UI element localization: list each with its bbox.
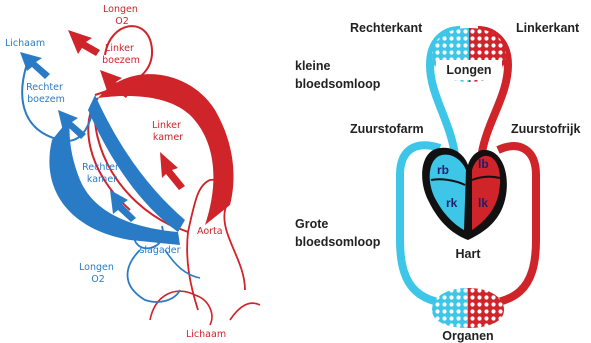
label-rb: rb (437, 163, 449, 177)
label-longen-o2-bottom: Longen O2 (79, 262, 117, 285)
label-lichaam-bottom: Lichaam (186, 329, 226, 340)
heart-section-diagram: Longen O2 Lichaam Linker boezem Rechter … (5, 4, 260, 340)
label-longen: Longen (446, 63, 491, 77)
label-zuurstofrijk: Zuurstofrijk (511, 122, 580, 136)
label-grote-bloedsomloop: Grote bloedsomloop (295, 217, 381, 249)
label-linker-kamer: Linker kamer (152, 120, 184, 143)
label-rk: rk (446, 196, 458, 210)
label-lb: lb (478, 157, 489, 171)
label-aorta: Aorta (197, 226, 223, 237)
label-lk: lk (478, 196, 488, 210)
label-lichaam-top: Lichaam (5, 38, 45, 49)
label-kleine-bloedsomloop: kleine bloedsomloop (295, 59, 381, 91)
label-hart: Hart (455, 247, 481, 261)
label-rechter-boezem: Rechter boezem (26, 82, 66, 105)
label-organen: Organen (442, 329, 493, 343)
circulation-loop-diagram: rb lb rk lk Rechterkant Linkerkant Longe… (295, 21, 580, 343)
arrow-red-linker-kamer (160, 152, 185, 190)
aorta-bottom-outline (150, 291, 260, 325)
label-linker-boezem: Linker boezem (102, 43, 140, 66)
label-rechter-kamer: Rechter kamer (82, 162, 122, 185)
label-linkerkant: Linkerkant (516, 21, 580, 35)
arrow-red-longen-in (68, 30, 100, 56)
label-rechterkant: Rechterkant (350, 21, 423, 35)
label-zuurstofarm: Zuurstofarm (350, 122, 424, 136)
organ-capillaries-blue (432, 288, 468, 328)
organ-capillaries-red (468, 288, 504, 328)
label-longen-o2-top: Longen O2 (103, 4, 141, 27)
